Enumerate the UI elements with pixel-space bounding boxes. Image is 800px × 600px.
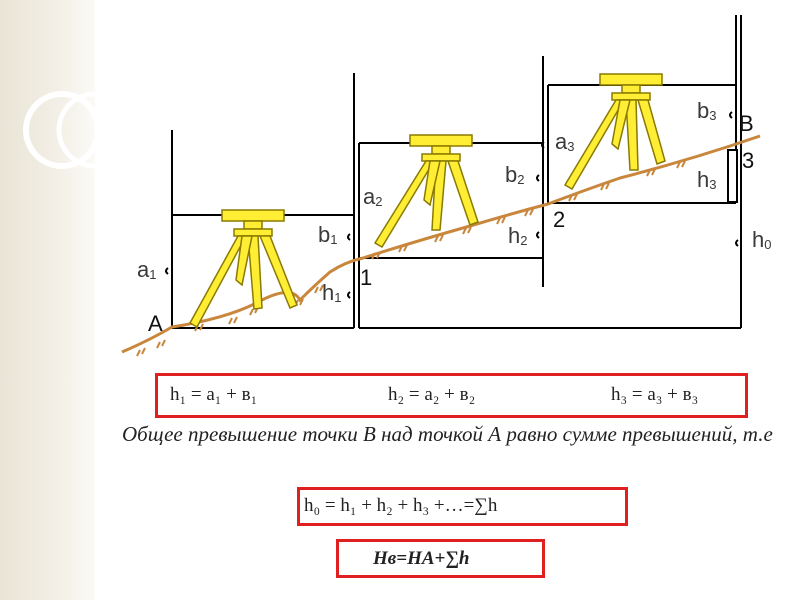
level-instrument-1: [188, 209, 298, 329]
staff-B-base: [727, 149, 738, 203]
label-b2: b2: [505, 162, 524, 187]
decor-circle: [23, 91, 101, 169]
point-B: B: [739, 111, 754, 136]
terrain-line: [121, 134, 761, 354]
level-instrument-2: [373, 134, 479, 249]
level-instrument-3: [563, 73, 666, 191]
height-formulas-box: h₁ = a₁ + в₁ h₂ = a₂ + в₂ h₃ = a₃ + в₃: [155, 373, 748, 418]
formula-h2: h₂ = a₂ + в₂: [388, 384, 476, 405]
label-b1: b1: [318, 222, 337, 247]
hb-formula-box: Hв=HА+∑h: [336, 539, 545, 578]
point-1: 1: [360, 265, 372, 290]
terrain-hatching: [136, 160, 686, 357]
label-a1: a1: [137, 257, 156, 282]
label-h0: h0: [752, 227, 771, 252]
formula-sum: h₀ = h₁ + h₂ + h₃ +…=∑h: [304, 495, 498, 516]
point-2: 2: [553, 207, 565, 232]
label-h3: h3: [697, 167, 716, 192]
label-h2: h2: [508, 223, 527, 248]
point-3: 3: [742, 148, 754, 173]
formula-h1: h₁ = a₁ + в₁: [170, 384, 258, 405]
formula-hb: Hв=HА+∑h: [373, 548, 470, 569]
label-b3: b3: [697, 98, 716, 123]
label-a2: a2: [363, 184, 382, 209]
sum-formula-box: h₀ = h₁ + h₂ + h₃ +…=∑h: [297, 487, 628, 526]
explanation-text: Общее превышение точки В над точкой А ра…: [122, 422, 773, 446]
decor-circle: [56, 91, 134, 169]
point-A: A: [148, 311, 163, 336]
label-a3: a3: [555, 129, 574, 154]
label-h1: h1: [322, 280, 341, 305]
staffs-and-sight-lines: [165, 15, 742, 329]
formula-h3: h₃ = a₃ + в₃: [611, 384, 699, 405]
